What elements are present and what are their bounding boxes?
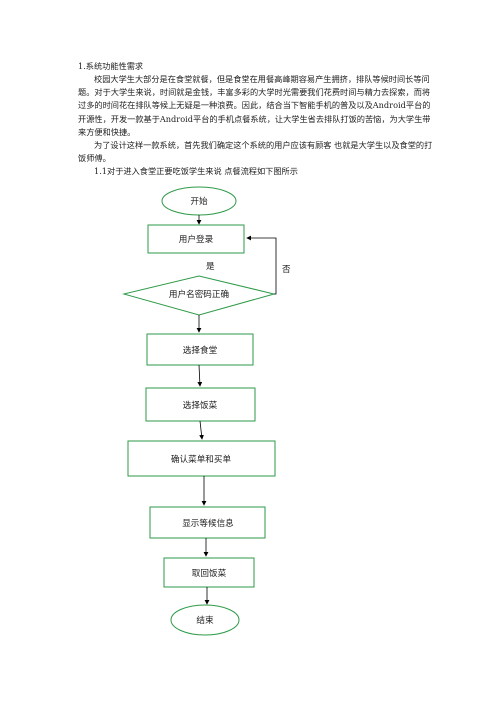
paragraph-intro-text: 校园大学生大部分是在食堂就餐，但是食堂在用餐高峰期容易产生拥挤，排队等候时间长等…: [78, 74, 431, 137]
login-node-label: 用户登录: [179, 233, 214, 245]
subsection-heading: 1.1对于进入食堂正要吃饭学生来说 点餐流程如下图所示: [78, 165, 438, 178]
wait-node: [149, 506, 266, 539]
edge-dish-confirm: [199, 420, 204, 440]
login-node: [147, 224, 245, 254]
paragraph-users-text: 为了设计这样一款系统，首先我们确定这个系统的用户应该有顾客 也就是大学生以及食堂…: [78, 140, 433, 164]
paragraph-intro: 校园大学生大部分是在食堂就餐，但是食堂在用餐高峰期容易产生拥挤，排队等候时间长等…: [78, 73, 438, 139]
canteen-node-label: 选择食堂: [183, 344, 218, 356]
subsection-heading-text: 1.1对于进入食堂正要吃饭学生来说 点餐流程如下图所示: [94, 166, 298, 176]
confirm-node: [127, 440, 276, 477]
start-node-label: 开始: [190, 195, 208, 207]
section-heading: 1.系统功能性需求: [78, 61, 144, 71]
canteen-node: [146, 333, 254, 366]
dish-node-label: 选择饭菜: [183, 399, 218, 411]
edge-check-login-no: [246, 235, 277, 295]
edge-label-yes: 是: [206, 261, 215, 272]
pickup-node-label: 取回饭菜: [192, 567, 227, 579]
pickup-node: [163, 557, 255, 588]
edge-canteen-dish: [197, 364, 203, 387]
dish-node: [145, 387, 256, 422]
wait-node-label: 显示等候信息: [182, 517, 234, 529]
end-node-label: 结束: [196, 614, 214, 626]
confirm-node-label: 确认菜单和买单: [171, 453, 232, 465]
edge-label-no: 否: [282, 264, 291, 275]
check-node-label: 用户名密码正确: [169, 288, 229, 300]
paragraph-users: 为了设计这样一款系统，首先我们确定这个系统的用户应该有顾客 也就是大学生以及食堂…: [78, 139, 438, 165]
end-node: [170, 604, 240, 636]
